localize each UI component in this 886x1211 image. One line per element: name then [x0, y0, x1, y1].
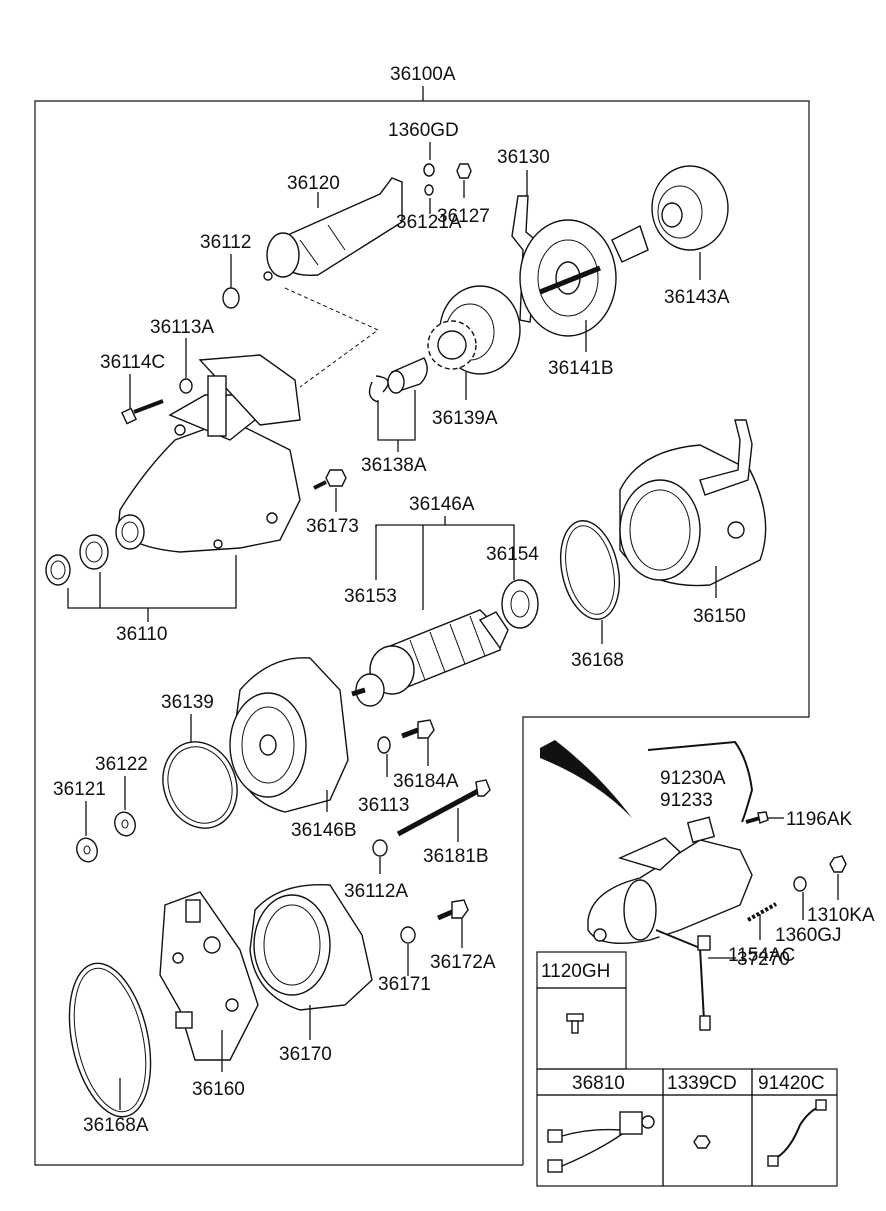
washer-36112A[interactable]: [372, 839, 388, 857]
nut-1339CD[interactable]: [693, 1135, 711, 1149]
label-1360GD[interactable]: 1360GD: [388, 120, 459, 141]
bolt-1196AK[interactable]: [745, 811, 769, 824]
nut-36127[interactable]: [456, 163, 472, 179]
bushings-36110[interactable]: [45, 534, 109, 586]
washer-36121[interactable]: [73, 835, 100, 864]
oring-36139-inner: [167, 746, 233, 824]
nut-1310KA[interactable]: [829, 855, 847, 873]
grid-label-1120GH[interactable]: 1120GH: [541, 961, 610, 982]
grid-label-36810[interactable]: 36810: [572, 1073, 625, 1094]
label-36113[interactable]: 36113: [358, 795, 409, 816]
label-36113A[interactable]: 36113A: [150, 317, 214, 338]
label-36146A[interactable]: 36146A: [409, 494, 475, 515]
washer-36122-hole: [121, 819, 129, 829]
washer-36121A[interactable]: [424, 184, 434, 196]
label-36146B[interactable]: 36146B: [291, 820, 357, 841]
brush-holder-36160[interactable]: [159, 891, 259, 1061]
grid-cell-1120GH: [536, 987, 627, 1070]
leader-36138A-a: [377, 390, 416, 441]
grid-cell-91420C: [751, 1094, 838, 1187]
gasket-36168-inner: [565, 525, 615, 615]
oring-36139[interactable]: [151, 731, 249, 838]
starter-assembly[interactable]: [587, 816, 753, 945]
cable-91230A[interactable]: [647, 740, 754, 823]
label-36138A[interactable]: 36138A: [361, 455, 427, 476]
label-1310KA[interactable]: 1310KA: [807, 905, 875, 926]
label-36153[interactable]: 36153: [344, 586, 397, 607]
through-bolt-36181B[interactable]: [396, 779, 491, 837]
label-36173[interactable]: 36173: [306, 516, 359, 537]
bearing-36143A[interactable]: [611, 165, 729, 263]
label-36141B[interactable]: 36141B: [548, 358, 614, 379]
gasket-36168[interactable]: [552, 515, 628, 624]
washer-36171[interactable]: [400, 926, 416, 944]
label-36112[interactable]: 36112: [200, 232, 251, 253]
label-91233[interactable]: 91233: [660, 790, 713, 811]
leader-36110-a: [67, 555, 237, 609]
label-36168A[interactable]: 36168A: [83, 1115, 149, 1136]
washer-36122[interactable]: [111, 809, 138, 838]
label-36154[interactable]: 36154: [486, 544, 539, 565]
assembly-arrow: [540, 740, 632, 818]
label-36110[interactable]: 36110: [116, 624, 167, 645]
label-36122[interactable]: 36122: [95, 754, 148, 775]
armature-36146A[interactable]: [351, 609, 509, 707]
bolt-36114C[interactable]: [121, 399, 164, 425]
wire-91420C[interactable]: [767, 1099, 827, 1167]
label-36114C[interactable]: 36114C: [100, 352, 165, 373]
label-36171[interactable]: 36171: [378, 974, 431, 995]
label-36172A[interactable]: 36172A: [430, 952, 496, 973]
label-36170[interactable]: 36170: [279, 1044, 332, 1065]
label-36160[interactable]: 36160: [192, 1079, 245, 1100]
bolt-36184A[interactable]: [401, 719, 435, 739]
gasket-36168A-inner: [73, 967, 147, 1113]
overrunning-clutch-36139A[interactable]: [427, 285, 521, 375]
label-91230A[interactable]: 91230A: [660, 768, 726, 789]
label-36112A[interactable]: 36112A: [344, 881, 408, 902]
screw-1120GH[interactable]: [566, 1013, 584, 1034]
cable-37270[interactable]: [655, 929, 711, 1031]
gasket-36168A[interactable]: [57, 956, 164, 1124]
label-36184A[interactable]: 36184A: [393, 771, 459, 792]
label-36100A[interactable]: 36100A: [390, 64, 456, 85]
grid-label-91420C[interactable]: 91420C: [758, 1073, 825, 1094]
wiring-harness-36810[interactable]: [547, 1111, 655, 1173]
label-36121[interactable]: 36121: [53, 779, 106, 800]
stud-1154AC[interactable]: [747, 902, 777, 922]
washer-36112[interactable]: [222, 287, 240, 309]
label-1360GJ[interactable]: 1360GJ: [775, 925, 842, 946]
label-36139[interactable]: 36139: [161, 692, 214, 713]
label-1154AC[interactable]: 1154AC: [728, 945, 795, 966]
washer-36113A[interactable]: [179, 378, 193, 394]
grid-label-1339CD[interactable]: 1339CD: [667, 1073, 737, 1094]
bolt-36173[interactable]: [313, 469, 347, 490]
label-36181B[interactable]: 36181B: [423, 846, 489, 867]
label-36150[interactable]: 36150: [693, 606, 746, 627]
bearing-36154[interactable]: [501, 579, 539, 629]
label-36127[interactable]: 36127: [437, 206, 490, 227]
nut-1360GD[interactable]: [423, 163, 435, 177]
label-36121A[interactable]: 36121A: [396, 212, 462, 233]
solenoid-36120[interactable]: [263, 177, 403, 281]
label-1196AK[interactable]: 1196AK: [786, 809, 853, 830]
end-frame-36146B[interactable]: [229, 657, 349, 813]
washer-36121-hole: [83, 845, 91, 855]
label-36143A[interactable]: 36143A: [664, 287, 730, 308]
washer-36113[interactable]: [377, 736, 391, 754]
drive-housing-36110[interactable]: [115, 354, 301, 553]
label-37270[interactable]: 37270: [737, 949, 790, 970]
main-assembly-frame: [34, 100, 810, 1166]
stop-ring-36138A[interactable]: [368, 357, 428, 403]
label-36139A[interactable]: 36139A: [432, 408, 498, 429]
label-36130[interactable]: 36130: [497, 147, 550, 168]
washer-1360GJ[interactable]: [793, 876, 807, 892]
rear-cover-36170[interactable]: [249, 884, 373, 1011]
yoke-36150[interactable]: [619, 419, 767, 587]
label-36120[interactable]: 36120: [287, 173, 340, 194]
label-36168[interactable]: 36168: [571, 650, 624, 671]
gear-housing-36141B[interactable]: [519, 219, 617, 337]
solenoid-assembly-line: [284, 287, 379, 388]
bolt-36172A[interactable]: [437, 899, 469, 921]
